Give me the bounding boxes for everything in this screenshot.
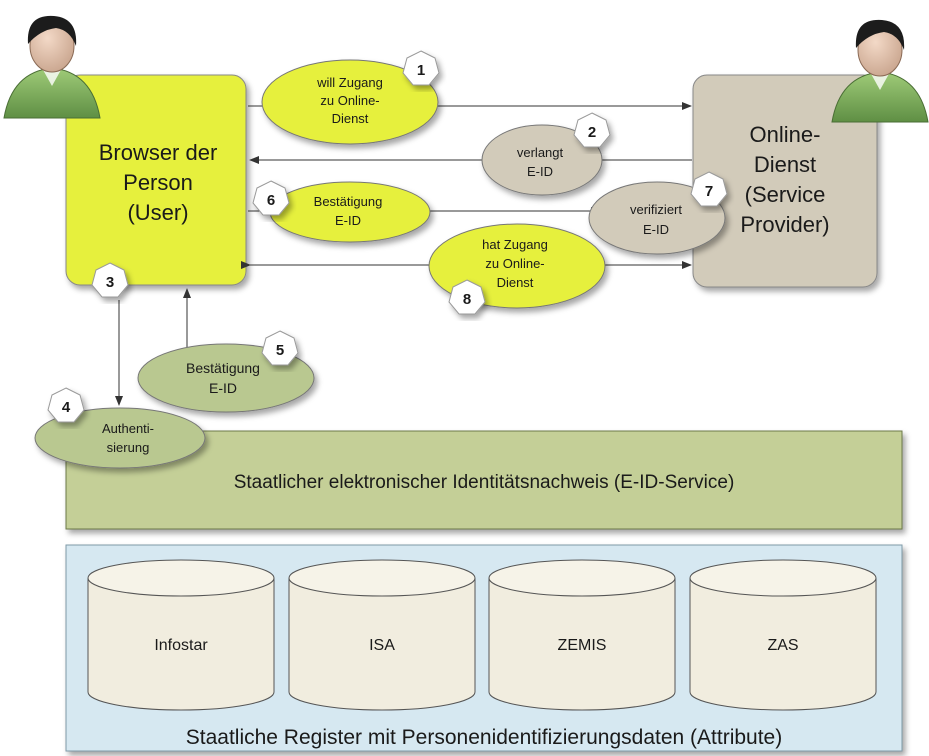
register-label-isa: ISA: [369, 637, 395, 654]
step-badge-4: 4: [47, 387, 85, 423]
register-cylinder-zemis: [488, 559, 676, 711]
browser-label-line2: Person: [123, 170, 193, 195]
message-6-line1: Bestätigung: [314, 194, 383, 209]
register-cylinder-infostar: [87, 559, 275, 711]
service-label-line3: (Service: [745, 182, 826, 207]
step-number-8: 8: [463, 291, 471, 308]
message-ellipse-7: [588, 181, 726, 255]
eid-service-bar: [65, 430, 903, 530]
user-person-icon: [3, 15, 101, 119]
message-7-line1: verifiziert: [630, 202, 682, 217]
step-number-4: 4: [62, 399, 71, 416]
service-label-line4: Provider): [740, 212, 829, 237]
step-badge-7: 7: [690, 171, 728, 207]
message-2-line1: verlangt: [517, 145, 564, 160]
step-number-1: 1: [417, 62, 425, 79]
message-8-line3: Dienst: [497, 275, 534, 290]
message-1-line2: zu Online-: [320, 93, 379, 108]
message-4-line1: Authenti-: [102, 421, 154, 436]
step-badge-5: 5: [261, 330, 299, 366]
step-badge-3: 3: [91, 262, 129, 298]
message-ellipse-1: [261, 59, 439, 145]
message-6-line2: E-ID: [335, 213, 361, 228]
step-number-7: 7: [705, 183, 713, 200]
message-ellipse-2: [481, 124, 603, 196]
step-number-6: 6: [267, 192, 275, 209]
service-provider-person-icon: [831, 19, 929, 123]
message-7-line2: E-ID: [643, 222, 669, 237]
step-badge-6: 6: [252, 180, 290, 216]
service-label-line1: Online-: [750, 122, 821, 147]
message-8-line1: hat Zugang: [482, 237, 548, 252]
message-1-line1: will Zugang: [316, 75, 383, 90]
register-cylinder-zas: [689, 559, 877, 711]
register-label-zemis: ZEMIS: [558, 637, 607, 654]
step-badge-1: 1: [402, 50, 440, 86]
service-label-line2: Dienst: [754, 152, 816, 177]
step-badge-8: 8: [448, 279, 486, 315]
step-number-3: 3: [106, 274, 114, 291]
message-4-line2: sierung: [107, 440, 150, 455]
message-2-line2: E-ID: [527, 164, 553, 179]
step-number-5: 5: [276, 342, 284, 359]
step-badge-2: 2: [573, 112, 611, 148]
registers-caption: Staatliche Register mit Personenidentifi…: [186, 726, 782, 749]
browser-label-line1: Browser der: [99, 140, 218, 165]
service-provider-box: [692, 74, 878, 288]
message-ellipse-6: [269, 181, 431, 243]
browser-label-line3: (User): [127, 200, 188, 225]
message-5-line1: Bestätigung: [186, 360, 260, 376]
browser-box: [65, 74, 247, 286]
message-ellipse-4: [34, 407, 206, 469]
eid-service-label: Staatlicher elektronischer Identitätsnac…: [234, 472, 735, 493]
register-label-zas: ZAS: [767, 637, 798, 654]
message-1-line3: Dienst: [332, 111, 369, 126]
register-cylinder-isa: [288, 559, 476, 711]
step-number-2: 2: [588, 124, 596, 141]
message-5-line2: E-ID: [209, 380, 237, 396]
message-8-line2: zu Online-: [485, 256, 544, 271]
register-label-infostar: Infostar: [154, 637, 208, 654]
